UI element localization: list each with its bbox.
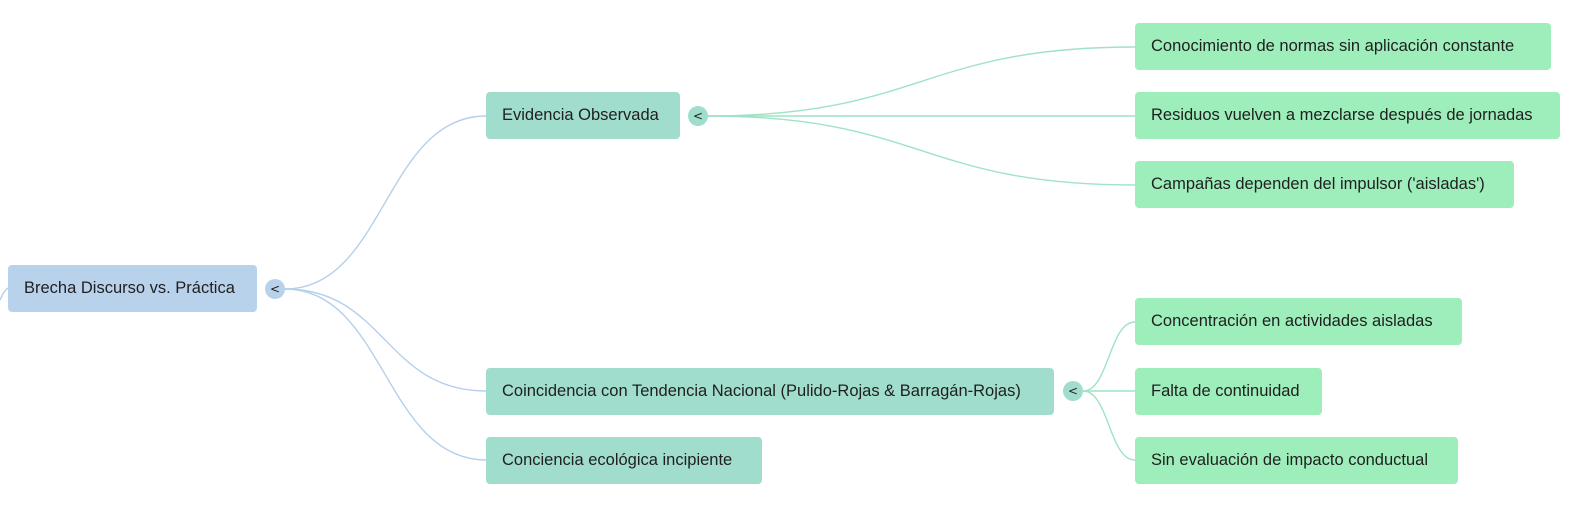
collapse-chevron-icon: < <box>1067 384 1079 398</box>
root-collapse-toggle[interactable]: < <box>265 279 285 299</box>
branch-node-label: Coincidencia con Tendencia Nacional (Pul… <box>502 382 1021 400</box>
connector-root-to-conciencia <box>284 288 487 461</box>
connector-root-to-coincidencia <box>284 288 487 392</box>
root-node[interactable]: Brecha Discurso vs. Práctica <box>8 265 257 312</box>
connector-evidencia-to-leaf-3 <box>707 115 1136 186</box>
leaf-node-label: Conocimiento de normas sin aplicación co… <box>1151 37 1515 55</box>
leaf-node-coincidencia-2[interactable]: Falta de continuidad <box>1135 368 1322 415</box>
leaf-node-label: Sin evaluación de impacto conductual <box>1151 451 1429 469</box>
evidencia-collapse-toggle[interactable]: < <box>688 106 708 126</box>
branch-node-label: Conciencia ecológica incipiente <box>502 451 733 469</box>
leaf-node-evidencia-2[interactable]: Residuos vuelven a mezclarse después de … <box>1135 92 1560 139</box>
connector-root-to-evidencia <box>284 115 487 290</box>
leaf-node-coincidencia-3[interactable]: Sin evaluación de impacto conductual <box>1135 437 1458 484</box>
collapse-chevron-icon: < <box>269 282 281 296</box>
connector-evidencia-to-leaf-1 <box>707 46 1136 117</box>
connector-coincidencia-to-leaf-3 <box>1082 390 1136 461</box>
root-node-label: Brecha Discurso vs. Práctica <box>24 279 235 297</box>
root-incoming-connector <box>0 287 9 301</box>
leaf-node-evidencia-1[interactable]: Conocimiento de normas sin aplicación co… <box>1135 23 1551 70</box>
branch-node-label: Evidencia Observada <box>502 106 659 124</box>
leaf-node-evidencia-3[interactable]: Campañas dependen del impulsor ('aislada… <box>1135 161 1514 208</box>
leaf-node-label: Residuos vuelven a mezclarse después de … <box>1151 106 1533 124</box>
branch-node-conciencia[interactable]: Conciencia ecológica incipiente <box>486 437 762 484</box>
leaf-node-label: Concentración en actividades aisladas <box>1151 312 1433 330</box>
coincidencia-collapse-toggle[interactable]: < <box>1063 381 1083 401</box>
collapse-chevron-icon: < <box>692 109 704 123</box>
leaf-node-label: Falta de continuidad <box>1151 382 1300 400</box>
leaf-node-label: Campañas dependen del impulsor ('aislada… <box>1151 175 1485 193</box>
branch-node-evidencia[interactable]: Evidencia Observada <box>486 92 680 139</box>
branch-node-coincidencia[interactable]: Coincidencia con Tendencia Nacional (Pul… <box>486 368 1054 415</box>
leaf-node-coincidencia-1[interactable]: Concentración en actividades aisladas <box>1135 298 1462 345</box>
connector-coincidencia-to-leaf-1 <box>1082 321 1136 392</box>
